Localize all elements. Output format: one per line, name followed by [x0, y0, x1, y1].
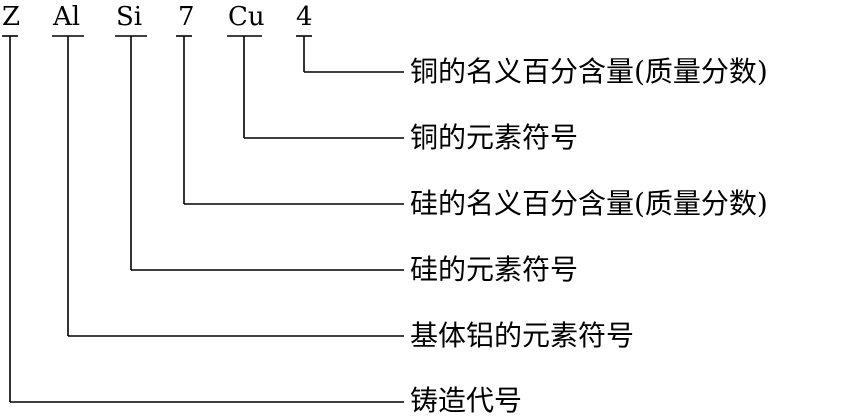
label-copper-symbol: 铜的元素符号 — [410, 121, 579, 154]
label-silicon-symbol: 硅的元素符号 — [410, 253, 579, 286]
code-part-4: 4 — [296, 2, 313, 32]
label-base-aluminum-symbol: 基体铝的元素符号 — [410, 319, 635, 352]
code-part-z: Z — [2, 2, 21, 32]
label-copper-content: 铜的名义百分含量(质量分数) — [410, 55, 768, 88]
label-silicon-content: 硅的名义百分含量(质量分数) — [410, 187, 768, 220]
code-part-7: 7 — [178, 2, 195, 32]
code-part-si: Si — [116, 2, 143, 32]
code-part-cu: Cu — [228, 2, 265, 32]
code-part-al: Al — [53, 2, 81, 32]
label-casting-code: 铸造代号 — [410, 384, 523, 417]
